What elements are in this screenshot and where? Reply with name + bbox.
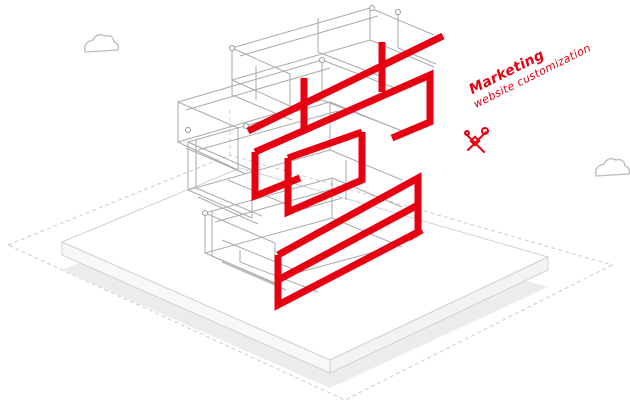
red-character-strokes [246,32,445,311]
cloud-icon [595,158,630,177]
tools-icon [464,127,489,153]
dashed-ground-outline [6,110,614,401]
cloud-icon [84,34,120,53]
joint-dots [185,5,401,216]
